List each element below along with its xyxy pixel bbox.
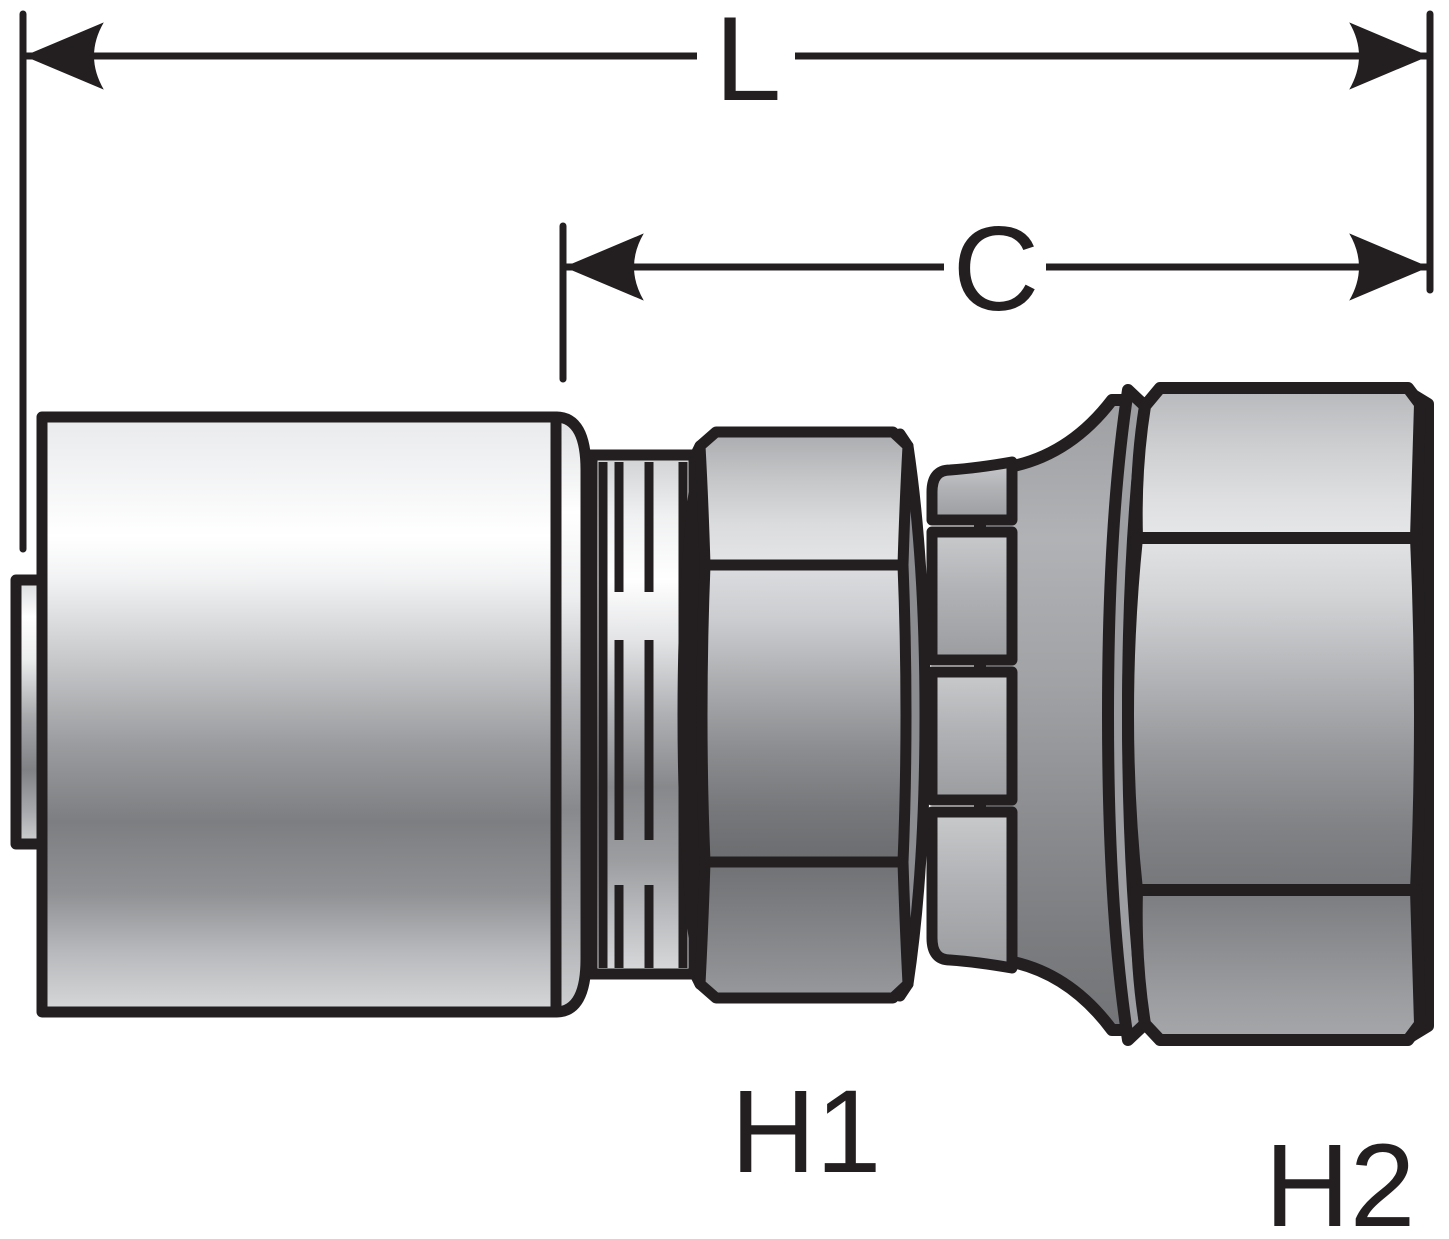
collar-segment-1 — [926, 456, 1018, 526]
hex-size-label-h1: H1 — [731, 1066, 882, 1198]
hex-size-label-h2: H2 — [1265, 1120, 1416, 1239]
fitting-assembly — [10, 382, 1434, 1046]
hex-nut-h2-bottom-band — [1130, 884, 1426, 1046]
dimension-coupling-length: C — [559, 202, 1430, 383]
hex-nut-h1-middle-band — [696, 559, 912, 868]
hex-nut-h2-middle-band — [1122, 532, 1426, 896]
ferrule-body — [36, 411, 562, 1018]
dimension-label-c: C — [953, 202, 1040, 336]
collar-segment-4 — [926, 806, 1018, 974]
hex-nut-h2-top-band — [1130, 382, 1426, 544]
collar-segment-3 — [926, 666, 1018, 806]
collar-segment-2 — [926, 526, 1018, 666]
hex-nut-h1-left-chamfer — [677, 440, 706, 990]
dimension-overall-length: L — [19, 0, 1434, 553]
hex-nut-h1-bottom-band — [694, 856, 914, 1004]
knurled-neck — [586, 449, 700, 980]
dimension-label-l: L — [715, 0, 782, 126]
hex-nut-h1-top-band — [694, 426, 914, 571]
